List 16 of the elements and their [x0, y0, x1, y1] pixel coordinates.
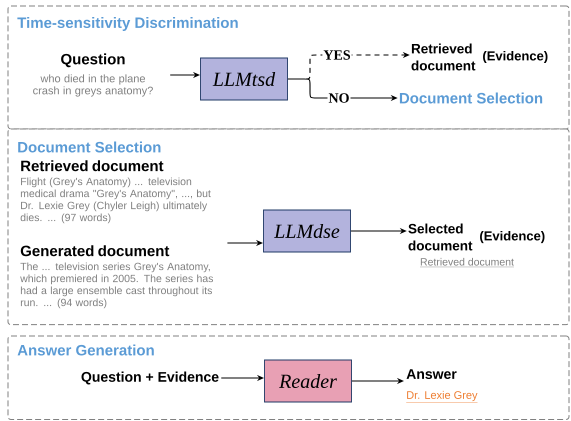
output-text: Selected document	[408, 224, 472, 250]
document-text: Retrieved document Flight (Grey's Anatomy) ... television medical drama "Grey's Anatomy", ..., but Dr. Lexie Grey (Chyler Leigh) ultimately dies. ... (97 words)	[20, 160, 211, 224]
edge-label: NO	[328, 92, 350, 104]
evidence-label: (Evidence)	[483, 50, 548, 64]
step-link: Document Selection	[400, 92, 542, 104]
source-note: Retrieved document	[420, 258, 514, 268]
edge-label: YES	[322, 49, 352, 61]
question-text: Question who died in the plane crash in greys anatomy?	[33, 53, 153, 97]
answer-text: Answer Dr. Lexie Grey	[406, 369, 478, 403]
model-box: LLMdse	[263, 210, 351, 252]
evidence-label: (Evidence)	[480, 230, 544, 244]
output-text: Retrieved document	[412, 44, 476, 70]
model-box: Reader	[264, 360, 352, 402]
input-text: Question + Evidence	[82, 372, 219, 384]
document-text: Generated document The ... television series Grey's Anatomy, which premiered in 2005. The series has had a large ensemble cast throughout its run. ... (94 words)	[20, 245, 214, 308]
model-box: LLMtsd	[200, 58, 288, 100]
